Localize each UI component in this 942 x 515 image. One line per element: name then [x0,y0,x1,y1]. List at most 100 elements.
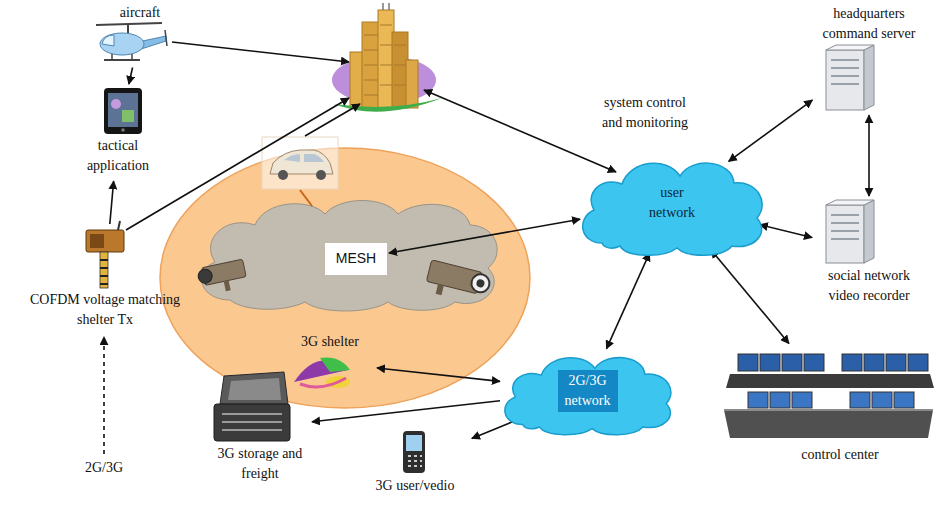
server-icon [826,200,874,263]
shelter-icon [320,358,350,373]
transmitter-icon [90,234,104,248]
shelter-icon [294,358,350,389]
helicopter-icon [96,23,167,60]
case-icon [214,372,290,441]
server-icon [864,45,874,110]
camera-icon [224,280,231,291]
link-arrow [729,100,813,161]
control-center-picture [738,354,758,371]
camera-icon [436,284,444,295]
server-node: headquarters command server [814,4,924,113]
storage-node: 3G storage and freight [210,372,310,483]
node-label: control center [745,445,935,465]
transmitter-icon [118,221,120,230]
control-center-picture [782,354,802,371]
tablet-icon [104,88,142,134]
helicopter-icon [131,54,133,60]
server-icon [864,200,874,263]
camera-icon [476,278,486,288]
car-picture [284,154,324,162]
control-center-picture [726,374,934,388]
mesh-ellipse [160,148,530,408]
cloud-shape [505,358,671,435]
note-label: system control and monitoring [595,93,695,132]
building-picture [364,25,406,95]
control-center-picture [804,354,824,371]
helicopter-icon [100,33,144,55]
control-center-picture [894,392,914,408]
transmitter-icon [100,252,108,288]
phone-icon [406,435,422,451]
node-label: MESH [325,249,387,269]
car-picture [278,170,288,180]
tablet-icon [111,99,121,109]
node-label: 2G/3G network [558,370,618,411]
transmitter-icon [86,221,124,288]
helicopter-icon [127,24,129,33]
car-picture [270,150,333,174]
tablet-icon [108,93,138,127]
node-label: 3G user/vedio [360,476,470,496]
tablet-icon [121,128,125,132]
control-center-picture [724,409,933,411]
helicopter-icon [102,35,114,46]
node-label: COFDM voltage matching shelter Tx [15,290,195,329]
phone-icon [408,456,422,466]
mesh-cloud-picture [202,201,497,312]
building-link-arrow [126,42,616,230]
car-picture [262,137,338,189]
control-center-picture [770,392,790,408]
case-icon [222,414,282,430]
transmitter-node: COFDM voltage matching shelter Tx [10,226,200,329]
control-center-picture [748,392,768,408]
recorder-node: social network video recorder [814,198,924,305]
control-center-picture [724,410,933,438]
node-label: 3G shelter [285,332,375,352]
mesh-cloud-picture [202,201,497,312]
cloud-outline [572,148,772,258]
shelter-node: 3G shelter [285,332,375,394]
link-arrow [389,219,580,253]
dashed-arrow [103,337,105,454]
control-center-picture [886,354,906,371]
server-icon [826,205,864,263]
case-icon [228,378,281,400]
camera-icon [424,260,492,306]
mesh-box: MESH [325,243,387,275]
helicopter-icon [104,59,140,61]
cloud-shape [583,163,762,255]
control-center-picture [864,354,884,371]
server-icon [826,45,874,110]
link-arrow [312,401,500,422]
helicopter-icon [111,54,113,60]
network-cloud: user network [572,148,772,258]
link-arrow [129,68,133,85]
car-link-arrow [300,190,312,206]
aircraft-node: aircraft [100,3,180,66]
car-picture [316,170,326,180]
tablet-icon [122,110,134,122]
node-label: tactical application [78,136,158,175]
case-icon [214,404,290,441]
control-center-picture [724,354,934,438]
server-icon [826,45,874,50]
building-link-arrow [126,98,349,230]
phone-icon [403,431,425,473]
tablet-icon [104,88,142,134]
link-arrow [711,250,789,344]
node-label: user network [641,183,703,222]
dashed-arrow [104,337,105,454]
building-link-arrow [305,104,360,136]
link-arrow [868,115,870,196]
case-icon [220,372,288,404]
link-arrow [607,253,650,349]
link-arrow [760,225,812,238]
camera-icon [197,259,249,296]
control-center-picture [850,392,870,408]
helicopter-icon [165,30,167,46]
car-picture [262,137,338,189]
phone-icon [403,431,425,473]
